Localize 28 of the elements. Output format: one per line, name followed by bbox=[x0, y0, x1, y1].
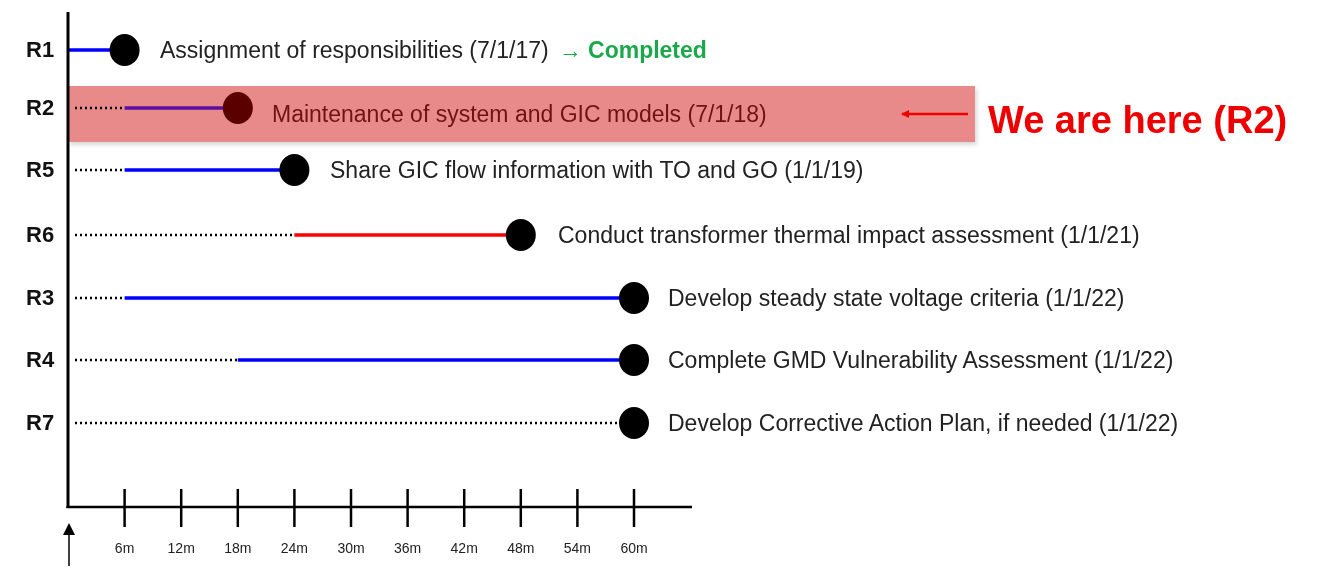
task-text: Assignment of responsibilities (7/1/17) bbox=[160, 36, 549, 64]
tick-label: 6m bbox=[114, 540, 135, 556]
callout-text: We are here (R2) bbox=[988, 98, 1288, 142]
task-text: Develop steady state voltage criteria (1/1/22) bbox=[668, 284, 1125, 312]
task-text: Share GIC flow information with TO and GO (1/1/19) bbox=[330, 156, 864, 184]
highlight-band bbox=[68, 86, 975, 142]
tick-label: 54m bbox=[563, 540, 591, 556]
tick-label: 60m bbox=[620, 540, 648, 556]
status-text: → Completed bbox=[558, 36, 707, 64]
row-label: R7 bbox=[26, 410, 55, 436]
arrow bbox=[901, 110, 968, 118]
row-label: R6 bbox=[26, 222, 55, 248]
task-text: Maintenance of system and GIC models (7/1/18) bbox=[272, 100, 767, 128]
tick-label: 42m bbox=[450, 540, 478, 556]
tick-label: 30m bbox=[337, 540, 365, 556]
row-label: R2 bbox=[26, 95, 55, 121]
tick-label: 12m bbox=[167, 540, 195, 556]
tick-label: 24m bbox=[280, 540, 308, 556]
row-label: R1 bbox=[26, 37, 55, 63]
task-text: Conduct transformer thermal impact assessment (1/1/21) bbox=[558, 221, 1140, 249]
row-label: R5 bbox=[26, 157, 55, 183]
row-label: R4 bbox=[26, 347, 55, 373]
task-text: Complete GMD Vulnerability Assessment (1/1/22) bbox=[668, 346, 1174, 374]
task-text: Develop Corrective Action Plan, if needed (1/1/22) bbox=[668, 409, 1179, 437]
tick-label: 36m bbox=[394, 540, 422, 556]
tick-label: 48m bbox=[507, 540, 535, 556]
tick-label: 18m bbox=[224, 540, 252, 556]
row-label: R3 bbox=[26, 285, 55, 311]
